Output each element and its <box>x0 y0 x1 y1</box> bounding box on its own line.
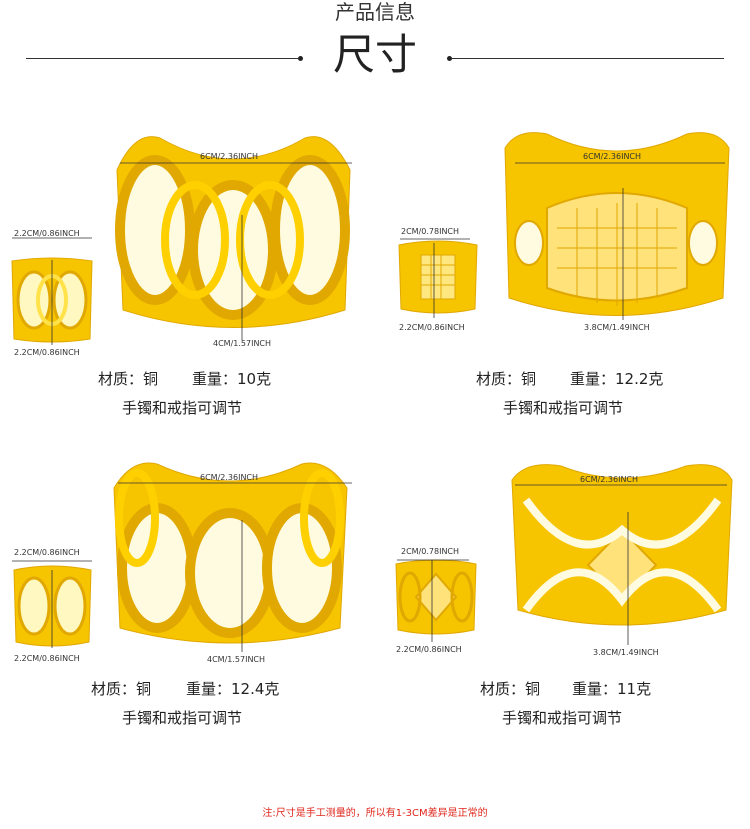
cuff-height-label-4: 3.8CM/1.49INCH <box>593 648 659 657</box>
cuff-height-label-1: 4CM/1.57INCH <box>213 339 272 348</box>
measure-lines-4 <box>397 484 727 645</box>
ring-width-label-3: 2.2CM/0.86INCH <box>14 548 80 557</box>
header-dot-right <box>447 56 452 61</box>
measure-lines-3 <box>12 482 352 652</box>
weight-label-1: 重量：10克 <box>192 370 272 388</box>
ring-width-label-2: 2CM/0.78INCH <box>401 227 460 236</box>
cuff-height-label-2: 3.8CM/1.49INCH <box>584 323 650 332</box>
header-dot-left <box>298 56 303 61</box>
adjustable-label-1: 手镯和戒指可调节 <box>122 399 243 417</box>
ring-height-label-3: 2.2CM/0.86INCH <box>14 654 80 663</box>
ring-height-label-4: 2.2CM/0.86INCH <box>396 645 462 654</box>
material-label-2: 材质：铜 <box>476 370 537 388</box>
cuff-image-1 <box>115 136 351 328</box>
header-divider-left <box>26 58 298 59</box>
cuff-image-3 <box>113 462 348 644</box>
measure-lines-1 <box>12 162 352 345</box>
measure-lines-2 <box>400 162 725 320</box>
ring-width-label-1: 2.2CM/0.86INCH <box>14 229 80 238</box>
ring-image-1 <box>11 257 93 343</box>
ring-height-label-2: 2.2CM/0.86INCH <box>399 323 465 332</box>
weight-label-4: 重量：11克 <box>572 680 652 698</box>
adjustable-label-4: 手镯和戒指可调节 <box>502 709 623 727</box>
cuff-image-2 <box>504 132 730 316</box>
weight-label-3: 重量：12.4克 <box>186 680 280 698</box>
ring-height-label-1: 2.2CM/0.86INCH <box>14 348 80 357</box>
ring-image-4 <box>395 559 477 635</box>
cuff-width-label-4: 6CM/2.36INCH <box>580 475 639 484</box>
cuff-width-label-3: 6CM/2.36INCH <box>200 473 259 482</box>
material-label-1: 材质：铜 <box>98 370 159 388</box>
section-title: 尺寸 <box>332 30 417 79</box>
cuff-image-4 <box>511 464 733 626</box>
header-divider-right <box>452 58 724 59</box>
weight-label-2: 重量：12.2克 <box>570 370 664 388</box>
adjustable-label-2: 手镯和戒指可调节 <box>503 399 624 417</box>
ring-image-3 <box>13 565 92 647</box>
material-label-3: 材质：铜 <box>91 680 152 698</box>
adjustable-label-3: 手镯和戒指可调节 <box>122 709 243 727</box>
section-subtitle: 产品信息 <box>335 0 415 24</box>
cuff-width-label-2: 6CM/2.36INCH <box>583 152 642 161</box>
cuff-height-label-3: 4CM/1.57INCH <box>207 655 266 664</box>
ring-image-2 <box>398 240 478 314</box>
cuff-width-label-1: 6CM/2.36INCH <box>200 152 259 161</box>
ring-width-label-4: 2CM/0.78INCH <box>401 547 460 556</box>
footnote: 注:尺寸是手工测量的，所以有1-3CM差异是正常的 <box>262 808 488 819</box>
material-label-4: 材质：铜 <box>480 680 541 698</box>
